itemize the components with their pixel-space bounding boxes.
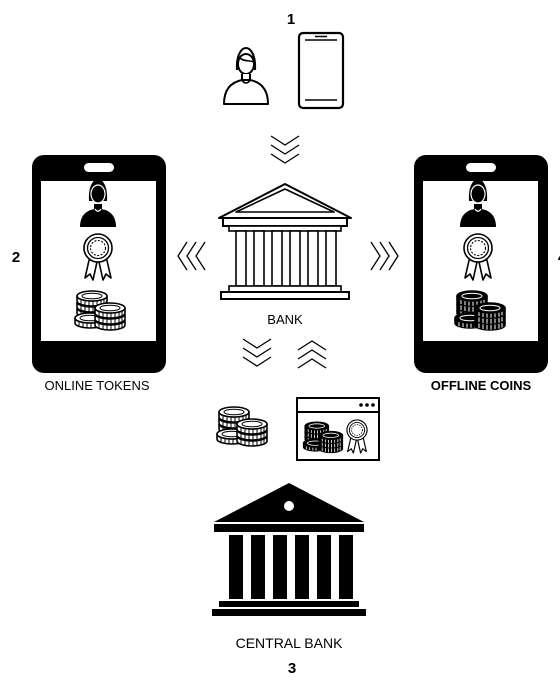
smartphone-icon xyxy=(297,31,345,110)
chevron-down-icon xyxy=(242,338,272,367)
online-tokens-label: ONLINE TOKENS xyxy=(45,378,150,393)
chevron-right-icon xyxy=(370,241,399,271)
chevron-left-icon xyxy=(177,241,206,271)
bank-label: BANK xyxy=(267,312,303,327)
bank-building-icon xyxy=(218,183,352,300)
step-number-4: 4 xyxy=(558,249,560,266)
coin-stack-icon xyxy=(217,407,267,446)
central-bank-label: CENTRAL BANK xyxy=(236,635,344,651)
chevron-down-icon xyxy=(270,135,300,164)
user-icon xyxy=(223,47,269,105)
offline-coins-label: OFFLINE COINS xyxy=(431,378,532,393)
browser-window-icon xyxy=(296,397,380,461)
step-number-1: 1 xyxy=(287,11,295,28)
step-number-3: 3 xyxy=(288,660,296,677)
step-number-2: 2 xyxy=(12,249,20,266)
chevron-up-icon xyxy=(297,340,327,369)
central-bank-building-icon xyxy=(212,483,366,616)
